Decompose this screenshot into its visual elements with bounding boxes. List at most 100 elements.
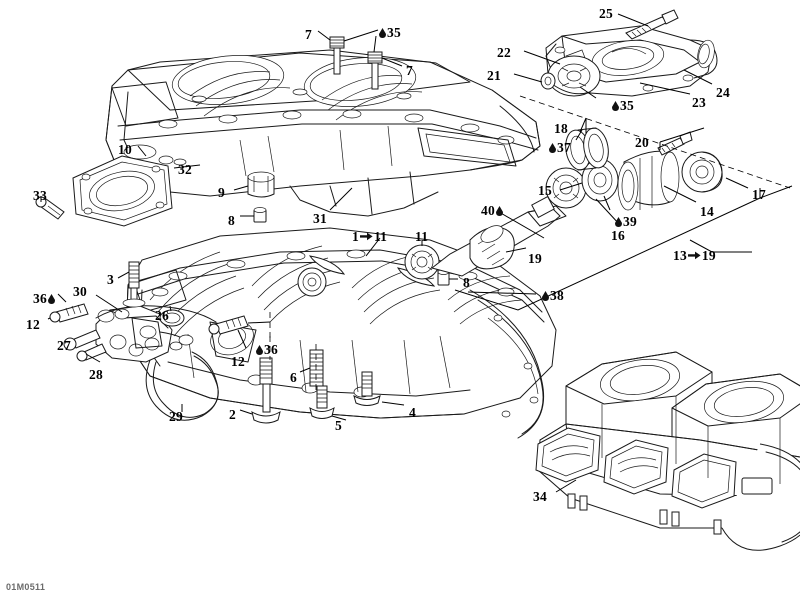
pin-20	[657, 131, 693, 156]
stud-6	[299, 349, 324, 387]
callout-number-target: 11	[373, 229, 388, 244]
lead-38	[467, 291, 537, 295]
oring-26	[159, 305, 185, 327]
callout-number: 26	[155, 308, 169, 323]
callout-number: 12	[231, 354, 245, 369]
countershaft-19	[430, 195, 567, 277]
callout-30: 30	[73, 285, 87, 299]
lead-15	[559, 182, 583, 191]
callout-number: 9	[218, 185, 225, 200]
callout-24: 24	[716, 86, 730, 100]
callout-8: 8	[463, 276, 470, 290]
callout-39: 39	[614, 215, 637, 229]
callout-number: 34	[533, 489, 547, 504]
bolt-7-left	[317, 30, 345, 75]
sleeve-14	[617, 150, 680, 211]
callout-number: 8	[463, 275, 470, 290]
arrow-icon	[359, 230, 374, 244]
lead-22	[523, 50, 561, 65]
bushing-17	[681, 151, 723, 193]
lead-23	[639, 82, 691, 95]
callout-number: 8	[228, 213, 235, 228]
callout-number: 30	[73, 284, 87, 299]
callout-3: 3	[107, 273, 114, 287]
callout-number: 2	[229, 407, 236, 422]
lead-32	[173, 164, 201, 169]
callout-number: 10	[118, 142, 132, 157]
callout-number: 12	[26, 317, 40, 332]
callout-18: 18	[554, 122, 568, 136]
service-mark-icon	[255, 342, 264, 357]
lead-10	[137, 145, 147, 157]
callout-number: 31	[313, 211, 327, 226]
lead-17	[725, 177, 749, 189]
assembly-bracket-13-19	[454, 185, 793, 311]
callout-27: 27	[57, 339, 71, 353]
callout-number: 15	[538, 183, 552, 198]
cover-plate-32	[72, 155, 173, 227]
lead-20	[659, 127, 705, 143]
figure-code: 01M0511	[6, 582, 46, 592]
lead-16	[595, 198, 621, 226]
callout-36: 36	[33, 292, 56, 306]
callout-16: 16	[611, 229, 625, 243]
screws-28	[63, 329, 107, 363]
lead-35b	[373, 35, 377, 53]
service-mark-icon	[611, 98, 620, 113]
fitting-12-left	[47, 293, 89, 323]
callout-number: 7	[305, 27, 312, 42]
callout-38: 38	[541, 289, 564, 303]
callout-number: 1	[352, 229, 359, 244]
callout-7: 7	[305, 28, 312, 42]
callout-number: 11	[415, 229, 429, 244]
callout-19: 19	[528, 252, 542, 266]
callout-8: 8	[228, 214, 235, 228]
callout-35: 35	[611, 99, 634, 113]
upper-crankcase-half	[105, 49, 541, 217]
hose-30	[95, 305, 217, 323]
lead-37	[575, 129, 583, 141]
callout-7: 7	[406, 64, 413, 78]
callout-34: 34	[533, 490, 547, 504]
bolt-25	[617, 9, 679, 40]
screw-33	[35, 196, 65, 220]
callout-number: 16	[611, 228, 625, 243]
lead-24	[683, 69, 713, 85]
stud-3	[117, 261, 146, 308]
hose-29-inner	[152, 355, 219, 418]
lead-19	[505, 247, 527, 253]
service-mark-icon	[495, 203, 504, 218]
seal-ring-18	[565, 127, 609, 171]
lead-40	[498, 211, 545, 239]
callout-12: 12	[26, 318, 40, 332]
callout-31: 31	[313, 212, 327, 226]
callout-number: 6	[290, 370, 297, 385]
hose-29	[145, 351, 219, 421]
callout-35: 35	[378, 26, 401, 40]
callout-number: 4	[409, 405, 416, 420]
callout-number: 20	[635, 135, 649, 150]
callout-28: 28	[89, 368, 103, 382]
bolt-7-right	[367, 51, 403, 90]
lead-31	[329, 187, 353, 211]
callout-11: 11	[415, 230, 428, 244]
fitting-12-right	[208, 315, 271, 349]
callout-number-target: 19	[701, 248, 716, 263]
callout-number: 33	[33, 188, 47, 203]
lead-39	[603, 195, 611, 211]
service-mark-icon	[378, 25, 387, 40]
callout-number: 32	[178, 162, 192, 177]
callout-15: 15	[538, 184, 552, 198]
lead-34	[555, 479, 577, 493]
callout-number: 7	[406, 63, 413, 78]
callout-26: 26	[155, 309, 169, 323]
service-mark-icon	[47, 291, 56, 306]
callout-6: 6	[290, 371, 297, 385]
callout-20: 20	[635, 136, 649, 150]
plug-8-upper	[240, 207, 267, 223]
callout-number: 28	[89, 367, 103, 382]
callout-number: 25	[599, 6, 613, 21]
